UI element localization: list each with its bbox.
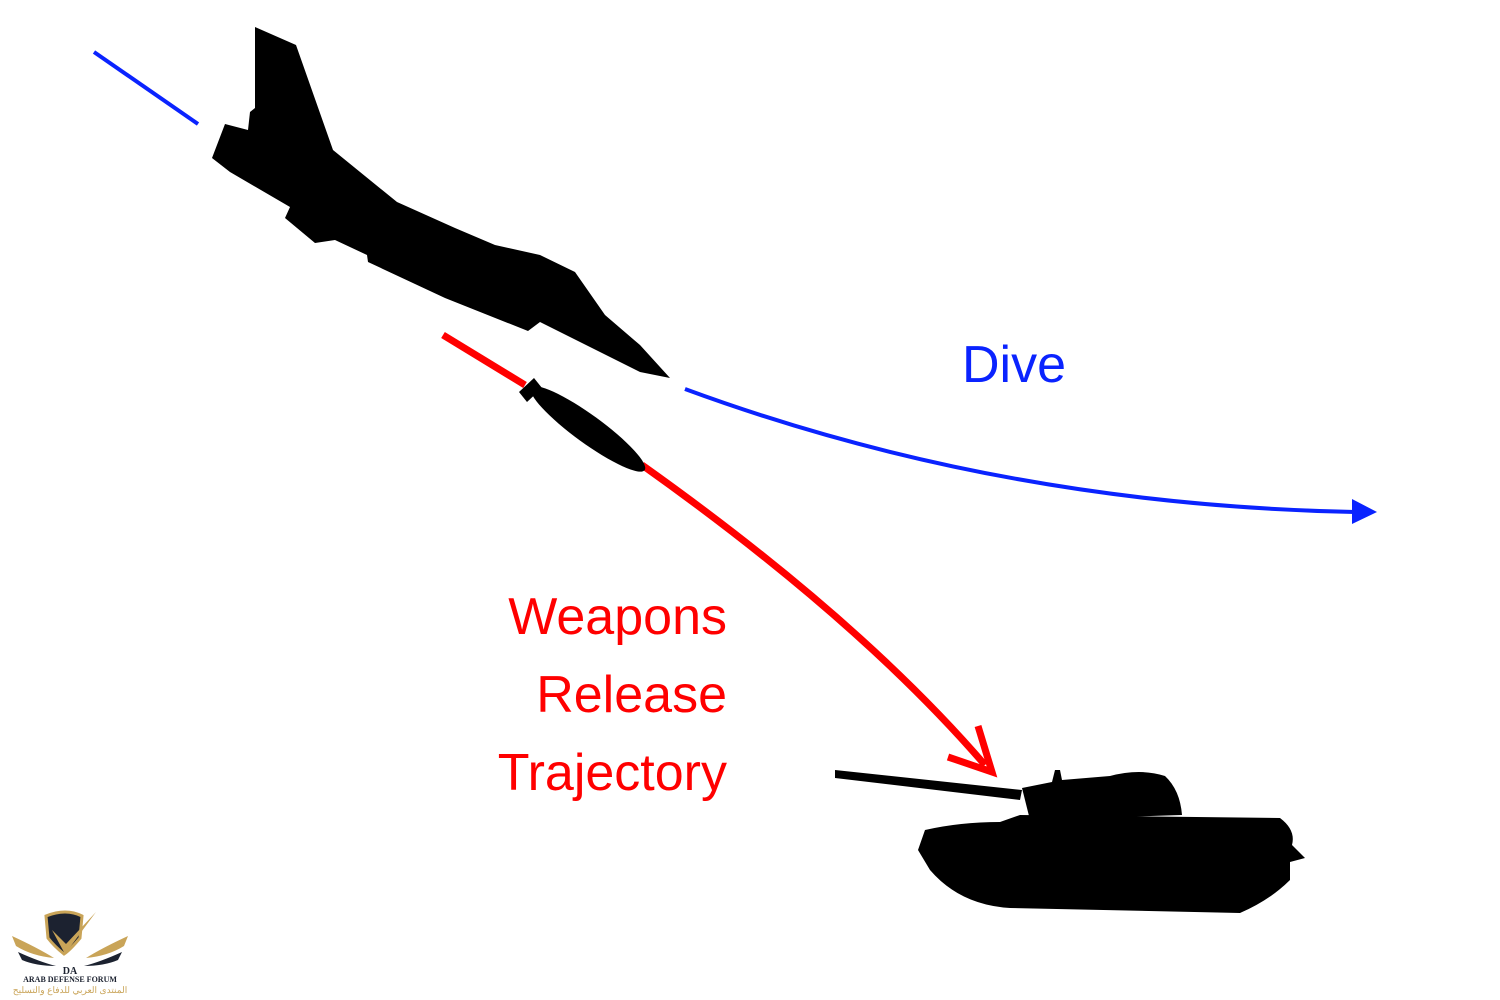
label-line-release: Release — [536, 666, 727, 724]
dive-path-start — [92, 50, 200, 126]
fighter-jet-icon — [212, 27, 670, 378]
label-line-trajectory: Trajectory — [497, 744, 727, 802]
logo-name-ar: المنتدى العربي للدفاع والتسليح — [12, 985, 128, 995]
dive-path-curve — [684, 387, 1356, 514]
label-line-weapons: Weapons — [508, 588, 727, 646]
arab-defense-forum-logo: DA ARAB DEFENSE FORUM المنتدى العربي للد… — [8, 908, 132, 998]
dive-label: Dive — [962, 336, 1067, 394]
weapon-trajectory-curve — [639, 462, 988, 768]
weapon-path-start — [441, 332, 527, 388]
weapon-arrowhead — [946, 724, 998, 778]
logo-name-en: ARAB DEFENSE FORUM — [23, 975, 117, 984]
logo-monogram: DA — [63, 966, 78, 976]
dive-arrowhead — [1352, 499, 1377, 524]
tank-icon — [835, 770, 1305, 913]
bomb-icon — [519, 378, 646, 472]
logo-emblem-icon: DA — [12, 910, 128, 976]
weapons-release-trajectory-label: Weapons Release Trajectory — [498, 578, 727, 812]
